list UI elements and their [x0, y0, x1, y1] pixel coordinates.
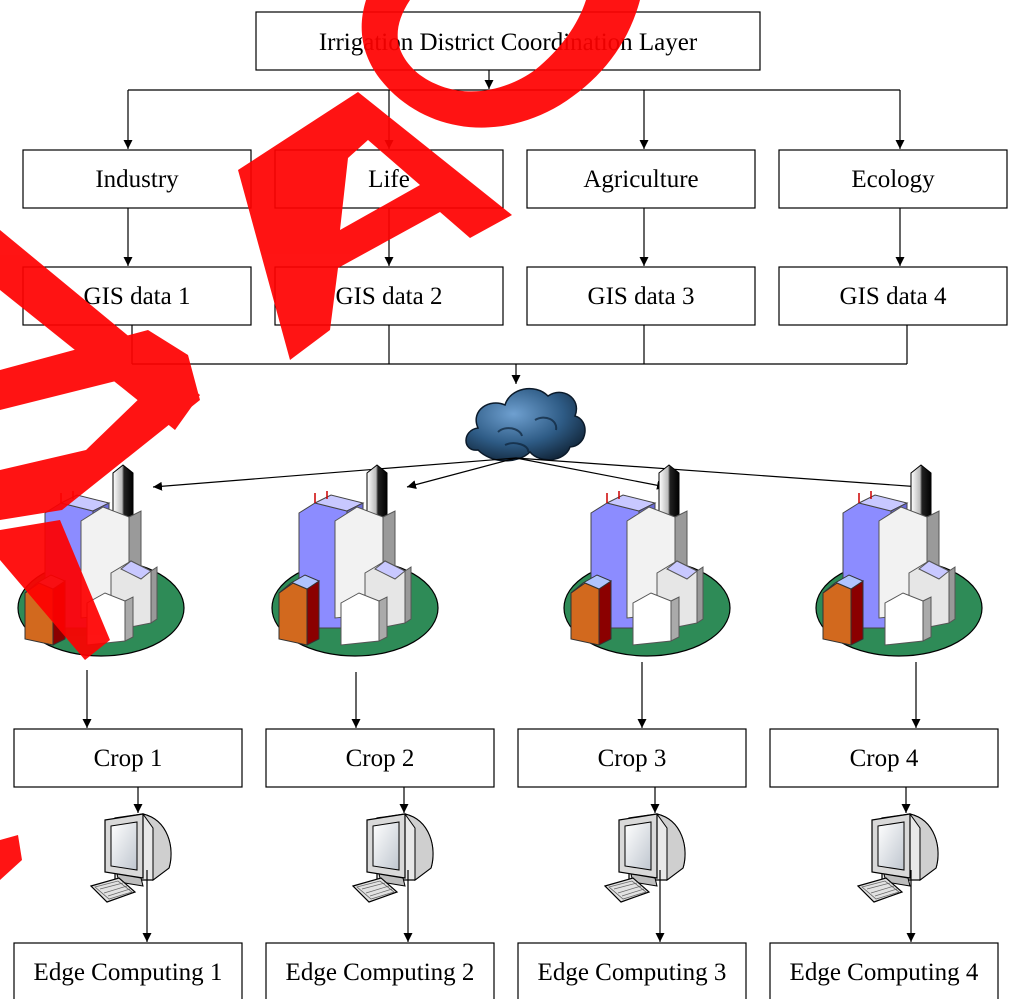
- edge-box-3: Edge Computing 3: [517, 942, 747, 999]
- edge-box-1: Edge Computing 1: [13, 942, 243, 999]
- sector-box-industry: Industry: [22, 149, 252, 209]
- edge-box-2: Edge Computing 2: [265, 942, 495, 999]
- cloud-icon: [465, 387, 586, 462]
- edge-box-4: Edge Computing 4: [769, 942, 999, 999]
- coordination-layer-box: Irrigation District Coordination Layer: [255, 11, 761, 71]
- gis-collector-lines: [131, 325, 908, 384]
- crop-label: Crop 1: [94, 745, 163, 772]
- computer-icon: [90, 813, 172, 903]
- gis-label: GIS data 3: [588, 283, 695, 310]
- sector-box-agriculture: Agriculture: [526, 149, 756, 209]
- city-icon: [271, 464, 439, 657]
- sector-label: Ecology: [851, 166, 935, 193]
- gis-box-4: GIS data 4: [778, 266, 1008, 326]
- sector-box-ecology: Ecology: [778, 149, 1008, 209]
- computer-icon: [352, 813, 434, 903]
- watermark: [0, 0, 640, 880]
- gis-box-3: GIS data 3: [526, 266, 756, 326]
- crop-box-4: Crop 4: [769, 728, 999, 788]
- sector-gis-arrows: [123, 208, 905, 266]
- edge-label: Edge Computing 1: [34, 959, 223, 986]
- cloud-city-arrows: [152, 457, 922, 491]
- city-icon: [563, 464, 731, 657]
- crop-label: Crop 4: [850, 745, 919, 772]
- computer-icon: [857, 813, 939, 903]
- edge-label: Edge Computing 4: [790, 959, 979, 986]
- sector-label: Life: [368, 166, 410, 193]
- gis-label: GIS data 1: [84, 283, 191, 310]
- edge-label: Edge Computing 3: [538, 959, 727, 986]
- gis-label: GIS data 4: [840, 283, 947, 310]
- crop-box-2: Crop 2: [265, 728, 495, 788]
- gis-label: GIS data 2: [336, 283, 443, 310]
- computer-edge-arrows: [142, 870, 916, 942]
- crop-label: Crop 2: [346, 745, 415, 772]
- crop-box-3: Crop 3: [517, 728, 747, 788]
- city-icon: [815, 464, 983, 657]
- crop-computer-arrows: [133, 787, 911, 813]
- crop-label: Crop 3: [598, 745, 667, 772]
- sector-label: Industry: [95, 166, 179, 193]
- computer-icon: [604, 813, 686, 903]
- crop-box-1: Crop 1: [13, 728, 243, 788]
- sector-label: Agriculture: [583, 166, 698, 193]
- edge-label: Edge Computing 2: [286, 959, 475, 986]
- city-crop-arrows: [82, 662, 921, 728]
